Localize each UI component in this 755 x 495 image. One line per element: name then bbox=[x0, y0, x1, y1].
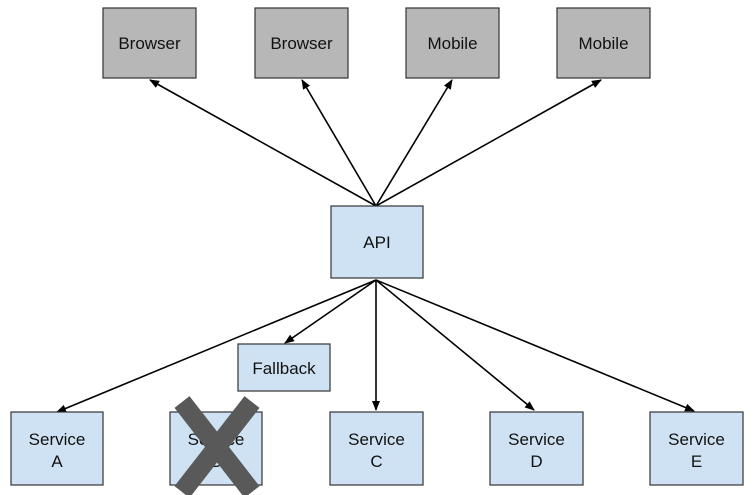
client-box bbox=[102, 7, 197, 79]
edge-api-to-browser-2 bbox=[301, 79, 377, 207]
client-mobile-2: Mobile bbox=[556, 7, 651, 79]
client-box bbox=[254, 7, 349, 79]
service-label-line1: Service bbox=[508, 430, 565, 449]
api-box bbox=[330, 205, 424, 279]
client-label: Mobile bbox=[578, 34, 628, 53]
service-label-line2: C bbox=[370, 452, 382, 471]
service-d-node: Service D bbox=[489, 411, 584, 486]
client-label: Mobile bbox=[427, 34, 477, 53]
client-box bbox=[405, 7, 500, 79]
client-box bbox=[556, 7, 651, 79]
service-box bbox=[489, 411, 584, 486]
service-box bbox=[649, 411, 744, 486]
edge-api-to-browser-1 bbox=[149, 79, 377, 207]
x-mark-icon bbox=[174, 396, 260, 495]
service-label-line1: Service bbox=[29, 430, 86, 449]
client-label: Browser bbox=[270, 34, 333, 53]
edge-api-to-fallback bbox=[284, 279, 377, 344]
service-label-line2: D bbox=[530, 452, 542, 471]
edge-api-to-service-e bbox=[375, 279, 695, 412]
edge-api-to-mobile-2 bbox=[375, 79, 602, 207]
edge-api-to-service-a bbox=[56, 279, 377, 413]
service-b-node: Service B bbox=[169, 396, 263, 495]
client-mobile-1: Mobile bbox=[405, 7, 500, 79]
service-box bbox=[10, 411, 104, 486]
fallback-label: Fallback bbox=[252, 359, 316, 378]
edges-layer bbox=[56, 79, 695, 413]
service-label-line2: A bbox=[51, 452, 63, 471]
service-c-node: Service C bbox=[329, 411, 424, 486]
service-a-node: Service A bbox=[10, 411, 104, 486]
service-e-node: Service E bbox=[649, 411, 744, 486]
api-node: API bbox=[330, 205, 424, 279]
service-box bbox=[329, 411, 424, 486]
edge-api-to-service-d bbox=[375, 279, 535, 411]
edge-api-to-mobile-1 bbox=[375, 79, 453, 207]
api-label: API bbox=[363, 233, 390, 252]
x-mark-stroke-2 bbox=[174, 396, 260, 495]
fallback-box bbox=[237, 343, 331, 392]
service-label-line1: Service bbox=[348, 430, 405, 449]
client-browser-2: Browser bbox=[254, 7, 349, 79]
client-browser-1: Browser bbox=[102, 7, 197, 79]
service-label-line1: Service bbox=[668, 430, 725, 449]
fallback-node: Fallback bbox=[237, 343, 331, 392]
service-label-line2: E bbox=[691, 452, 702, 471]
client-label: Browser bbox=[118, 34, 181, 53]
